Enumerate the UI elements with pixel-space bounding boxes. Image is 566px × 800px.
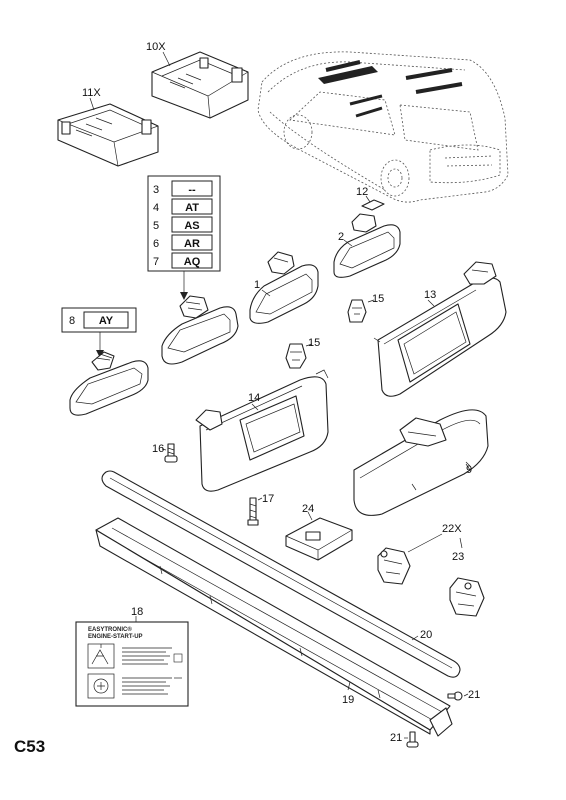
sun-visor-14 [195, 369, 329, 492]
callout-17: 17 [262, 493, 274, 505]
callout-19: 19 [342, 694, 354, 706]
svg-text:AT: AT [185, 202, 199, 214]
clip-22x [377, 533, 443, 585]
callout-23: 23 [452, 551, 464, 563]
variant-row: 3 -- [153, 180, 213, 197]
decal-18: EASYTRONIC® ENGINE-START-UP [75, 616, 189, 707]
callout-14: 14 [248, 392, 260, 404]
sunroof-rail-19 [95, 517, 453, 737]
decal-title-line2: ENGINE-START-UP [88, 634, 143, 640]
bracket-24 [285, 511, 353, 561]
callout-24: 24 [302, 503, 314, 515]
callout-15-upper: 15 [372, 293, 384, 305]
callout-1: 1 [254, 279, 260, 291]
callout-21-right: 21 [468, 689, 480, 701]
rearview-mirror-variant-8 [69, 351, 149, 416]
callout-12: 12 [356, 186, 368, 198]
variant-row: 5 AS [153, 216, 213, 233]
variant-table: 3 -- 4 AT 5 AS 6 AR 7 AQ [147, 175, 221, 300]
variant-single: 8 AY [61, 307, 137, 358]
screw-16 [161, 443, 178, 463]
svg-text:5: 5 [153, 220, 159, 232]
callout-10x: 10X [146, 41, 166, 53]
callout-16: 16 [152, 443, 164, 455]
clip-12 [361, 195, 385, 211]
seal-strip-20 [101, 470, 461, 678]
screw-17 [247, 497, 263, 526]
svg-text:AR: AR [184, 238, 200, 250]
rearview-mirror-2 [333, 213, 401, 278]
variant-row: 6 AR [153, 234, 213, 251]
overhead-tray-11x [57, 97, 159, 167]
rearview-mirror-1 [249, 251, 319, 324]
variant-row: 7 AQ [153, 252, 213, 269]
callout-21-lower: 21 [390, 732, 402, 744]
callout-22x: 22X [442, 523, 462, 535]
sunvisor-clip-15-upper [347, 299, 375, 323]
svg-text:6: 6 [153, 238, 159, 250]
svg-text:--: -- [188, 184, 196, 196]
vehicle-outline [257, 51, 509, 203]
rearview-mirror-variants-3-7 [161, 295, 239, 365]
svg-text:8: 8 [69, 315, 75, 327]
clip-23 [449, 537, 485, 617]
sun-visor-9 [353, 409, 489, 516]
callout-9: 9 [466, 464, 472, 476]
callout-20: 20 [420, 629, 432, 641]
screw-21-lower [404, 731, 419, 748]
page-code: C53 [14, 737, 45, 756]
svg-text:3: 3 [153, 184, 159, 196]
svg-text:AS: AS [184, 220, 199, 232]
svg-text:4: 4 [153, 202, 159, 214]
svg-text:AY: AY [99, 315, 114, 327]
callout-15-lower: 15 [308, 337, 320, 349]
callout-2: 2 [338, 231, 344, 243]
variant-row: 4 AT [153, 198, 213, 215]
sunvisor-clip-15-lower [285, 343, 313, 369]
svg-text:7: 7 [153, 256, 159, 268]
overhead-tray-10x [151, 51, 249, 119]
callout-13: 13 [424, 289, 436, 301]
svg-text:AQ: AQ [184, 256, 201, 268]
sun-visor-13 [373, 261, 507, 397]
screw-21-right [447, 691, 469, 701]
decal-title-line1: EASYTRONIC® [88, 626, 132, 633]
callout-18: 18 [131, 606, 143, 618]
callout-11x: 11X [82, 87, 101, 99]
